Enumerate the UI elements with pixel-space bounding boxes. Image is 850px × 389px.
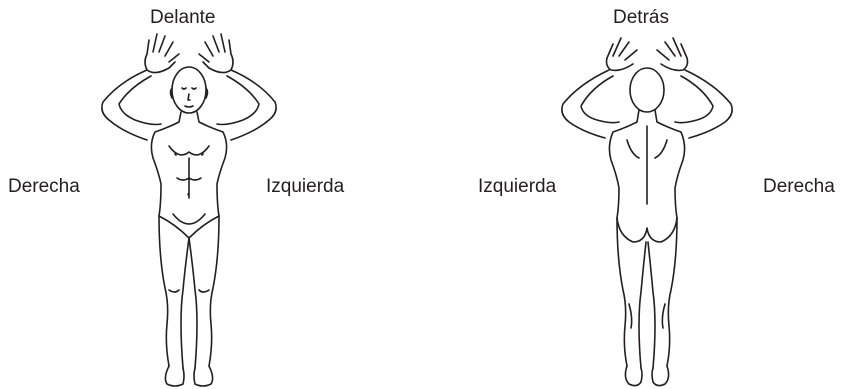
front-right-arm — [102, 70, 161, 140]
front-body-figure — [89, 28, 289, 389]
front-body-outline — [89, 28, 289, 389]
back-right-hand — [657, 38, 688, 70]
front-left-arm — [217, 70, 276, 140]
back-buttocks — [617, 218, 677, 242]
back-calves — [629, 304, 665, 328]
front-left-foot — [194, 366, 213, 386]
front-view-right-side-label: Derecha — [8, 176, 80, 198]
back-left-arm — [562, 70, 619, 138]
back-right-arm — [675, 70, 732, 138]
front-face-features — [182, 88, 196, 107]
back-right-foot — [652, 366, 669, 386]
back-body-figure — [547, 28, 747, 389]
back-left-hand — [607, 38, 638, 70]
front-right-hand — [199, 34, 233, 73]
front-chest — [169, 146, 209, 155]
front-left-hand — [145, 34, 179, 73]
back-view-title: Detrás — [613, 7, 669, 29]
back-shoulder-blades — [627, 126, 667, 204]
back-left-foot — [625, 366, 642, 386]
front-view-title: Delante — [150, 7, 216, 29]
front-right-foot — [165, 366, 184, 386]
back-view-right-side-label: Derecha — [763, 176, 835, 198]
front-knees — [169, 290, 209, 292]
back-head — [630, 68, 664, 112]
back-view-left-side-label: Izquierda — [478, 176, 556, 198]
front-pelvis — [159, 214, 219, 238]
front-head — [172, 67, 206, 113]
front-abdomen — [177, 158, 201, 198]
back-body-outline — [547, 28, 747, 389]
